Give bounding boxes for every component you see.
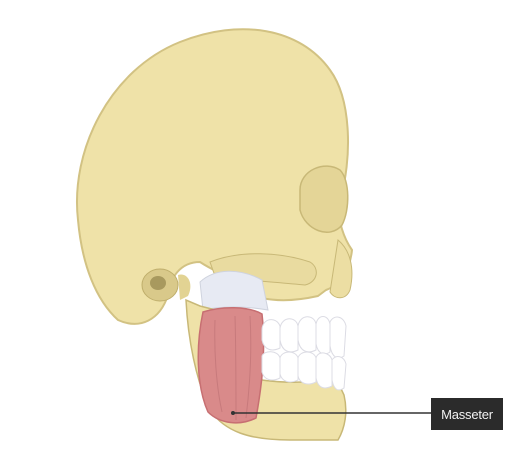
masseter-muscle <box>198 308 263 423</box>
ear-region <box>142 269 190 301</box>
orbit <box>300 166 348 232</box>
masseter-label: Masseter <box>431 398 503 430</box>
upper-teeth <box>262 317 346 358</box>
masseter-label-text: Masseter <box>441 407 493 422</box>
